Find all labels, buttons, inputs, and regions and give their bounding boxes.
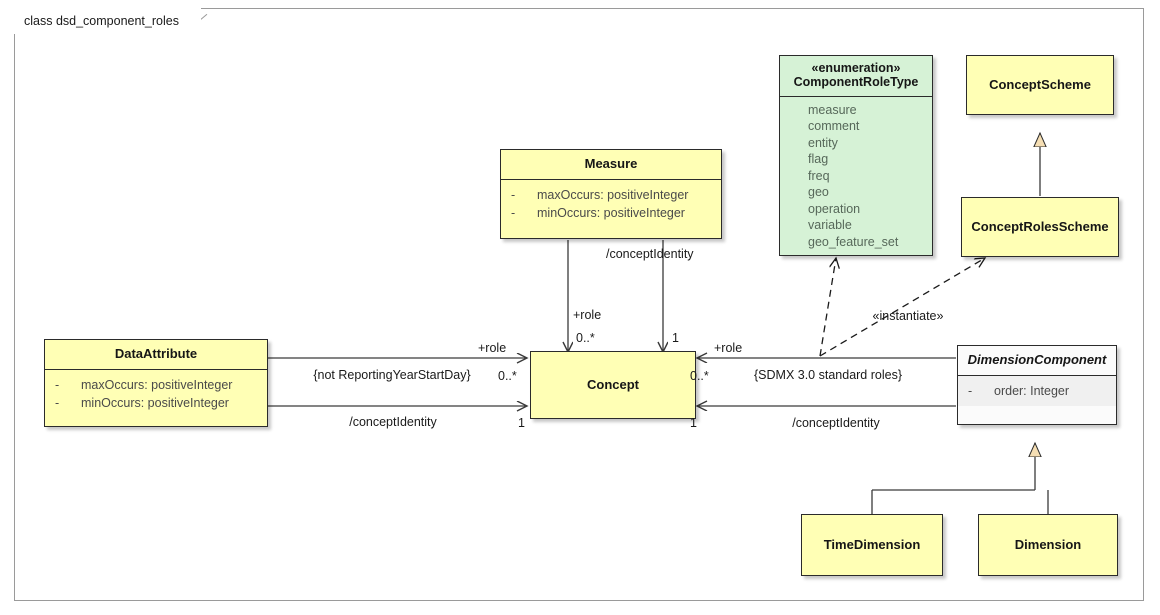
enumeration-literal: measure	[808, 102, 857, 117]
edge-label-measure-role: +role	[573, 308, 602, 322]
enumeration-literal: entity	[808, 135, 838, 150]
attribute-text: minOccurs: positiveInteger	[537, 206, 685, 221]
enumeration-literal: operation	[808, 201, 861, 216]
attribute-visibility: -	[511, 187, 516, 202]
class-dimension[interactable]: Dimension	[978, 514, 1118, 576]
edge-label-instantiate: «instantiate»	[872, 309, 944, 323]
enumeration-componentroletype[interactable]: «enumeration» ComponentRoleType measure …	[779, 55, 933, 256]
class-measure-title: Measure	[501, 150, 721, 180]
class-dataattribute[interactable]: DataAttribute - maxOccurs: positiveInteg…	[44, 339, 268, 427]
class-dimensioncomponent-title: DimensionComponent	[958, 346, 1116, 376]
diagram-frame-label: class dsd_component_roles	[24, 14, 179, 28]
enumeration-componentroletype-title: «enumeration» ComponentRoleType	[780, 56, 932, 97]
enumeration-name: ComponentRoleType	[793, 75, 919, 90]
attribute-visibility: -	[55, 396, 60, 411]
class-concept[interactable]: Concept	[530, 351, 696, 419]
edge-label-dimensioncomponent-constraint: {SDMX 3.0 standard roles}	[754, 368, 902, 382]
attribute-row: - minOccurs: positiveInteger	[511, 204, 715, 222]
class-measure[interactable]: Measure - maxOccurs: positiveInteger - m…	[500, 149, 722, 239]
enumeration-literal: geo	[808, 185, 829, 200]
class-dimensioncomponent[interactable]: DimensionComponent - order: Integer	[957, 345, 1117, 425]
attribute-text: minOccurs: positiveInteger	[81, 396, 229, 411]
attribute-row: - maxOccurs: positiveInteger	[55, 376, 261, 394]
edge-label-measure-role-multiplicity: 0..*	[576, 331, 595, 345]
edge-label-dimensioncomponent-role-multiplicity: 0..*	[690, 369, 709, 383]
edge-label-dataattribute-conceptidentity-multiplicity: 1	[518, 416, 525, 430]
attribute-text: maxOccurs: positiveInteger	[81, 377, 233, 392]
class-timedimension[interactable]: TimeDimension	[801, 514, 943, 576]
class-measure-attributes: - maxOccurs: positiveInteger - minOccurs…	[501, 180, 721, 228]
edge-label-dimensioncomponent-conceptidentity: /conceptIdentity	[792, 416, 880, 430]
class-dimensioncomponent-attributes: - order: Integer	[958, 375, 1116, 407]
diagram-frame-tab: class dsd_component_roles	[14, 8, 201, 34]
class-timedimension-title: TimeDimension	[823, 536, 921, 552]
class-concept-title: Concept	[587, 376, 639, 392]
edge-label-dataattribute-role-multiplicity: 0..*	[498, 369, 517, 383]
edge-label-dataattribute-conceptidentity: /conceptIdentity	[349, 415, 437, 429]
attribute-visibility: -	[968, 383, 973, 398]
enumeration-literal: freq	[808, 168, 830, 183]
enumeration-literal: geo_feature_set	[808, 234, 899, 249]
attribute-row: - maxOccurs: positiveInteger	[511, 186, 715, 204]
attribute-text: order: Integer	[994, 383, 1070, 398]
edge-label-dimensioncomponent-conceptidentity-multiplicity: 1	[690, 416, 697, 430]
attribute-text: maxOccurs: positiveInteger	[537, 187, 689, 202]
enumeration-stereotype: «enumeration»	[811, 61, 901, 75]
class-dimension-title: Dimension	[1014, 536, 1082, 552]
enumeration-literal: flag	[808, 152, 829, 167]
edge-label-dataattribute-constraint: {not ReportingYearStartDay}	[313, 368, 471, 382]
edge-label-dataattribute-role: +role	[478, 341, 507, 355]
edge-label-measure-conceptidentity-multiplicity: 1	[672, 331, 679, 345]
enumeration-literal: comment	[808, 119, 860, 134]
class-conceptscheme[interactable]: ConceptScheme	[966, 55, 1114, 115]
edge-label-measure-conceptidentity: /conceptIdentity	[606, 247, 694, 261]
enumeration-literals: measure comment entity flag freq geo ope…	[780, 97, 932, 257]
edge-label-dimensioncomponent-role: +role	[714, 341, 743, 355]
attribute-visibility: -	[55, 377, 60, 392]
attribute-row: - order: Integer	[968, 382, 1110, 400]
class-conceptrolesscheme[interactable]: ConceptRolesScheme	[961, 197, 1119, 257]
class-conceptrolesscheme-title: ConceptRolesScheme	[971, 218, 1109, 234]
attribute-visibility: -	[511, 206, 516, 221]
class-conceptscheme-title: ConceptScheme	[989, 76, 1091, 92]
class-dataattribute-attributes: - maxOccurs: positiveInteger - minOccurs…	[45, 370, 267, 418]
enumeration-literal: variable	[808, 218, 852, 233]
attribute-row: - minOccurs: positiveInteger	[55, 394, 261, 412]
class-dataattribute-title: DataAttribute	[45, 340, 267, 370]
